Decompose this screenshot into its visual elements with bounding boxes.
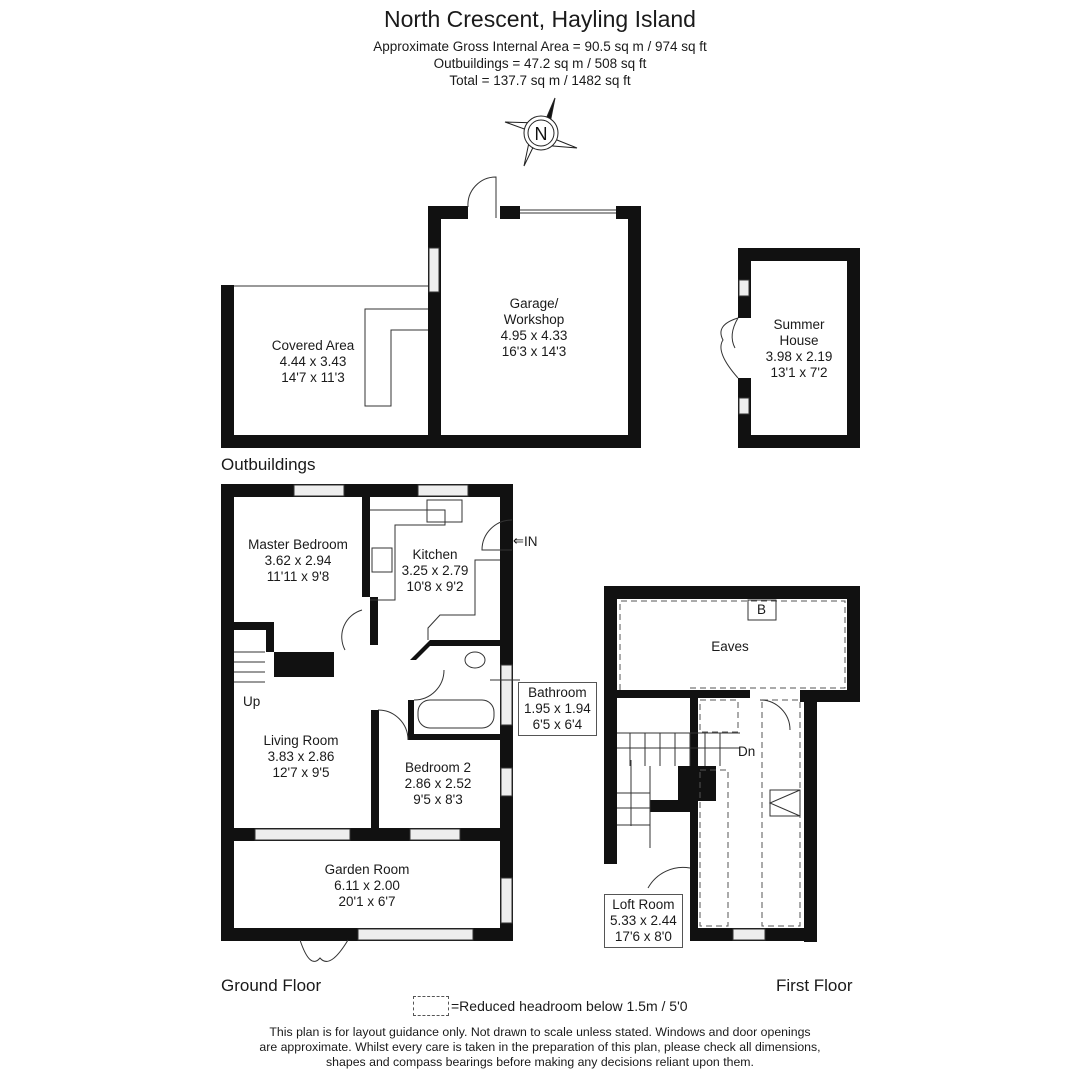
room-eaves: Eaves bbox=[711, 639, 749, 654]
outbuildings-area: Outbuildings = 47.2 sq m / 508 sq ft bbox=[433, 56, 647, 71]
stairs-up-marker: Up bbox=[243, 694, 261, 709]
gross-internal-area: Approximate Gross Internal Area = 90.5 s… bbox=[373, 39, 707, 54]
disclaimer-line: This plan is for layout guidance only. N… bbox=[269, 1025, 811, 1039]
svg-text:⇐: ⇐ bbox=[513, 533, 524, 548]
legend-text: =Reduced headroom below 1.5m / 5'0 bbox=[451, 998, 688, 1014]
stairs-down-marker: Dn bbox=[738, 744, 756, 759]
entrance-marker: IN bbox=[524, 534, 538, 549]
disclaimer: This plan is for layout guidance only. N… bbox=[0, 1025, 1080, 1070]
section-first-floor: First Floor bbox=[776, 976, 853, 995]
headroom-legend: =Reduced headroom below 1.5m / 5'0 bbox=[413, 996, 688, 1016]
section-outbuildings: Outbuildings bbox=[221, 455, 316, 474]
disclaimer-line: are approximate. Whilst every care is ta… bbox=[259, 1040, 821, 1054]
dashed-box-icon bbox=[413, 996, 449, 1016]
north-compass-icon: N bbox=[504, 97, 578, 167]
section-ground-floor: Ground Floor bbox=[221, 976, 322, 995]
svg-text:N: N bbox=[535, 124, 548, 144]
disclaimer-line: shapes and compass bearings before makin… bbox=[326, 1055, 754, 1069]
boiler-marker: B bbox=[757, 602, 767, 617]
plan-title: North Crescent, Hayling Island bbox=[384, 6, 696, 32]
total-area: Total = 137.7 sq m / 1482 sq ft bbox=[449, 73, 631, 88]
